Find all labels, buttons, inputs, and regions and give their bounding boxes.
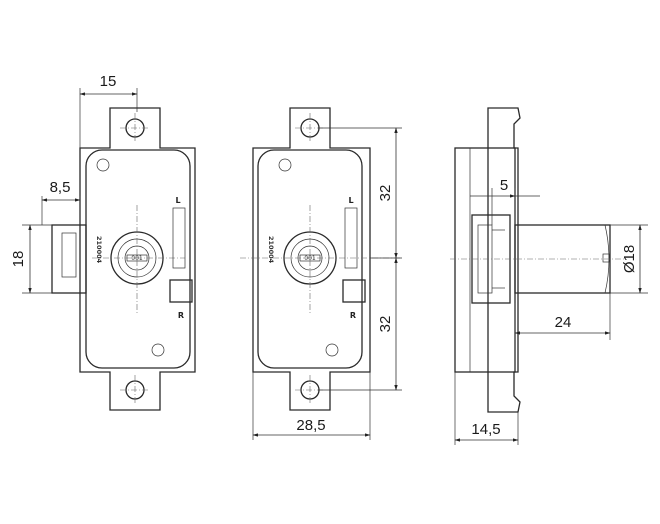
front-view-left: 001 L R 210004 (51, 107, 196, 411)
mark-r-left: R (178, 311, 184, 320)
serial-stamp-middle: 210004 (267, 236, 275, 264)
dim-5: 5 (500, 177, 508, 194)
mounting-plate-middle (252, 107, 371, 411)
dim-15: 15 (100, 73, 117, 90)
dim-32-top: 32 (377, 185, 394, 202)
mark-r-middle: R (350, 311, 356, 320)
side-bolt-left (51, 224, 87, 294)
key-number-middle: 001 (304, 255, 316, 262)
dimensions-left: 15 8,5 18 (10, 73, 138, 294)
dim-8-5: 8,5 (50, 179, 71, 196)
latch-lever-left (172, 207, 186, 269)
dim-18: 18 (10, 251, 27, 268)
mark-l-middle: L (348, 196, 353, 205)
dim-diameter-18: Ø18 (621, 245, 638, 273)
latch-lever-middle (344, 207, 358, 269)
mark-l-left: L (175, 196, 180, 205)
lock-body-middle (257, 149, 363, 369)
dim-14-5: 14,5 (471, 421, 500, 438)
serial-stamp-left: 210004 (95, 236, 103, 264)
dimensions-side: 5 Ø18 24 14,5 (454, 177, 648, 445)
dimensions-middle: 32 32 28,5 (252, 127, 402, 440)
dim-32-bottom: 32 (377, 316, 394, 333)
dim-28-5: 28,5 (296, 417, 325, 434)
dim-24: 24 (555, 314, 572, 331)
key-number-left: 001 (131, 255, 143, 262)
front-view-middle: 001 L R 210004 (240, 107, 400, 411)
side-view (450, 107, 625, 413)
